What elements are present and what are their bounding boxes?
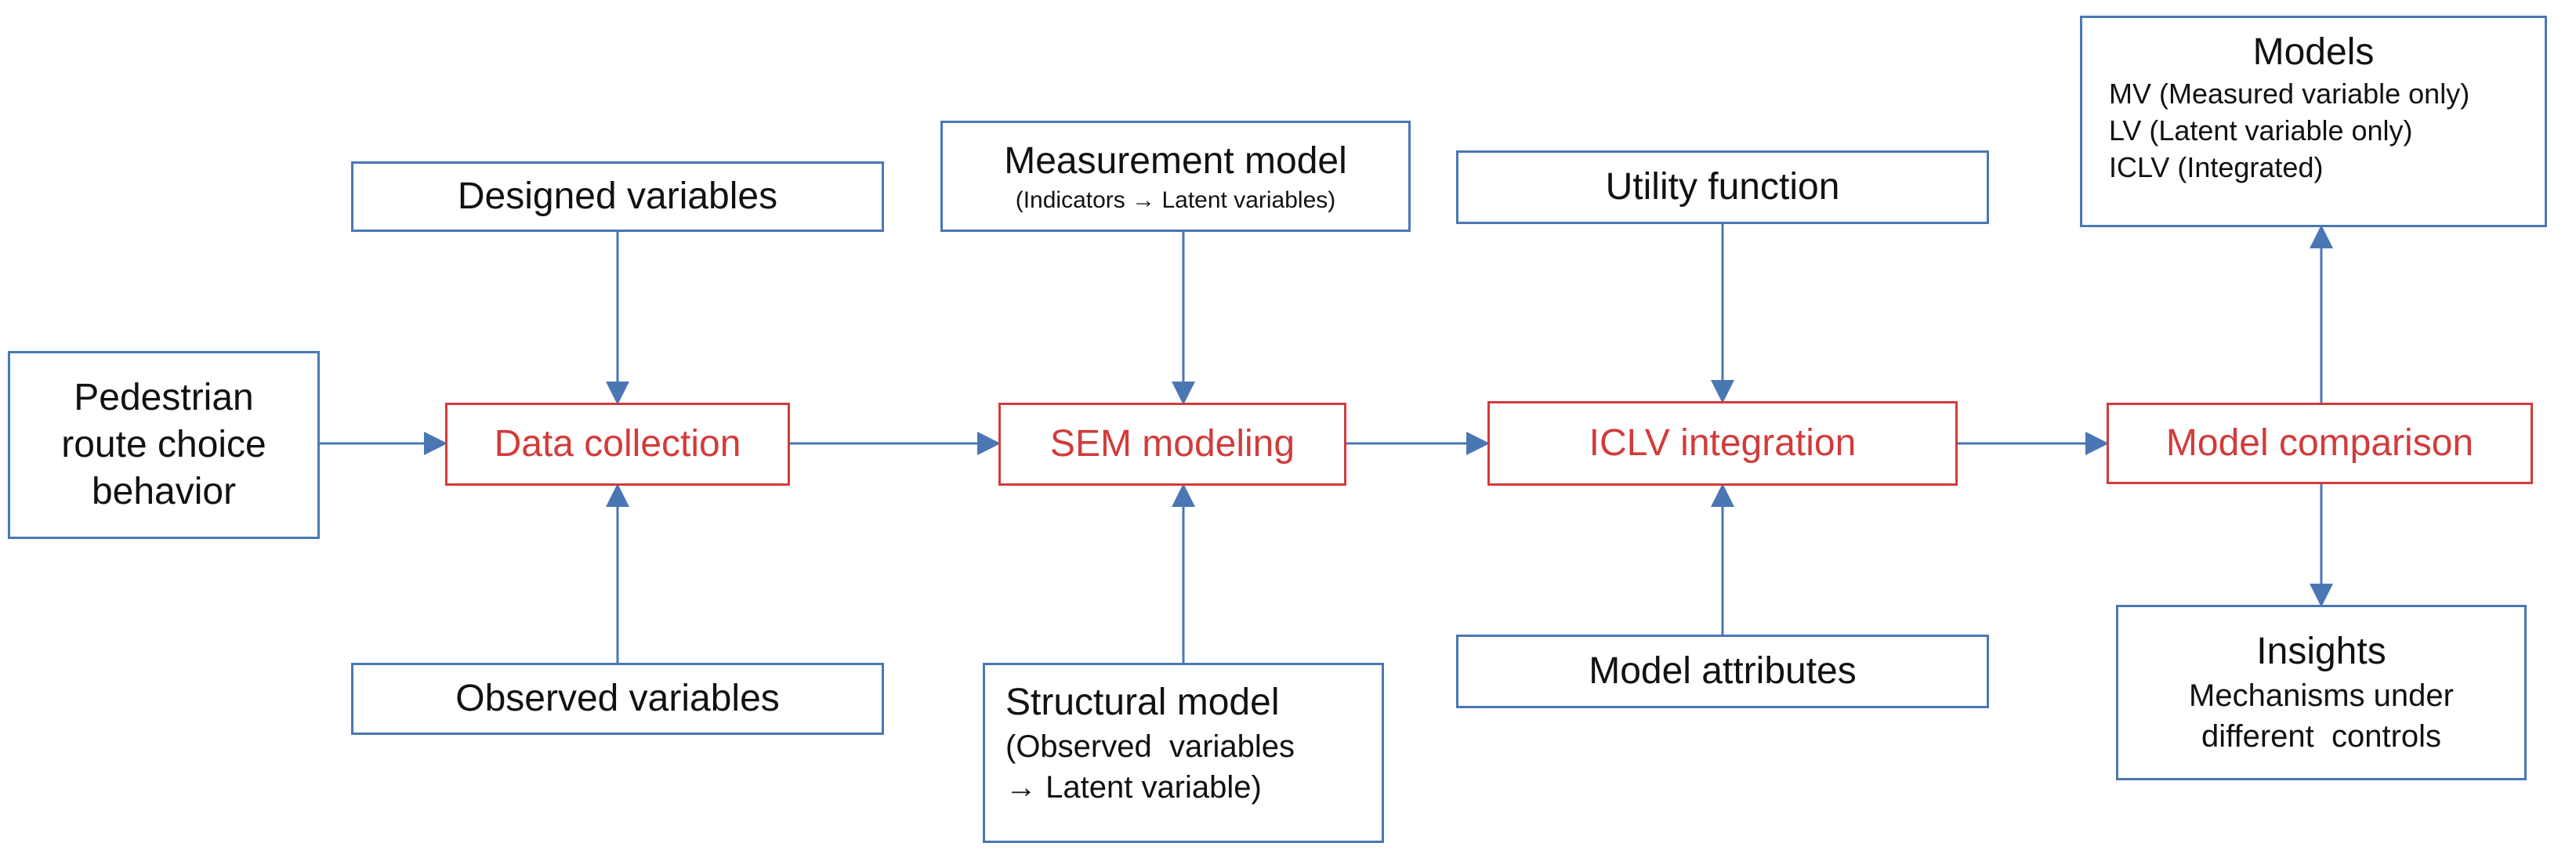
- data-collection-box: Data collection: [445, 403, 790, 486]
- sem-modeling-box: SEM modeling: [998, 403, 1346, 486]
- structural-model-box: Structural model (Observed variables → L…: [983, 663, 1384, 843]
- structural-model-title: Structural model: [1005, 682, 1280, 723]
- input-line-2: route choice: [61, 424, 266, 465]
- models-box: Models MV (Measured variable only) LV (L…: [2080, 16, 2547, 227]
- model-attributes-box: Model attributes: [1456, 635, 1989, 708]
- model-comparison-box: Model comparison: [2107, 403, 2533, 484]
- utility-function-label: Utility function: [1605, 166, 1840, 208]
- utility-function-box: Utility function: [1456, 150, 1989, 224]
- models-item-lv: LV (Latent variable only): [2109, 114, 2413, 147]
- designed-variables-box: Designed variables: [351, 161, 884, 232]
- sem-modeling-label: SEM modeling: [1049, 423, 1295, 465]
- insights-line-1: Mechanisms under: [2189, 678, 2454, 713]
- structural-model-subtitle-1: (Observed variables: [1005, 729, 1295, 764]
- measurement-model-box: Measurement model (Indicators → Latent v…: [940, 121, 1411, 232]
- input-line-3: behavior: [91, 471, 237, 512]
- insights-title: Insights: [2256, 631, 2386, 672]
- input-line-1: Pedestrian: [74, 377, 254, 418]
- model-attributes-label: Model attributes: [1589, 650, 1857, 692]
- models-item-mv: MV (Measured variable only): [2109, 78, 2470, 110]
- measurement-model-subtitle: (Indicators → Latent variables): [1015, 186, 1336, 213]
- models-item-iclv: ICLV (Integrated): [2109, 150, 2324, 183]
- iclv-integration-box: ICLV integration: [1487, 401, 1958, 486]
- structural-model-subtitle-2: → Latent variable): [1005, 770, 1262, 805]
- iclv-integration-label: ICLV integration: [1589, 422, 1857, 464]
- data-collection-label: Data collection: [494, 423, 741, 465]
- input-box: Pedestrian route choice behavior: [8, 351, 320, 539]
- insights-box: Insights Mechanisms under different cont…: [2116, 605, 2527, 780]
- model-comparison-label: Model comparison: [2165, 422, 2474, 464]
- designed-variables-label: Designed variables: [457, 175, 778, 217]
- insights-line-2: different controls: [2201, 719, 2442, 754]
- observed-variables-label: Observed variables: [455, 678, 780, 719]
- measurement-model-title: Measurement model: [1004, 139, 1347, 182]
- observed-variables-box: Observed variables: [351, 663, 884, 735]
- models-title: Models: [2252, 31, 2375, 73]
